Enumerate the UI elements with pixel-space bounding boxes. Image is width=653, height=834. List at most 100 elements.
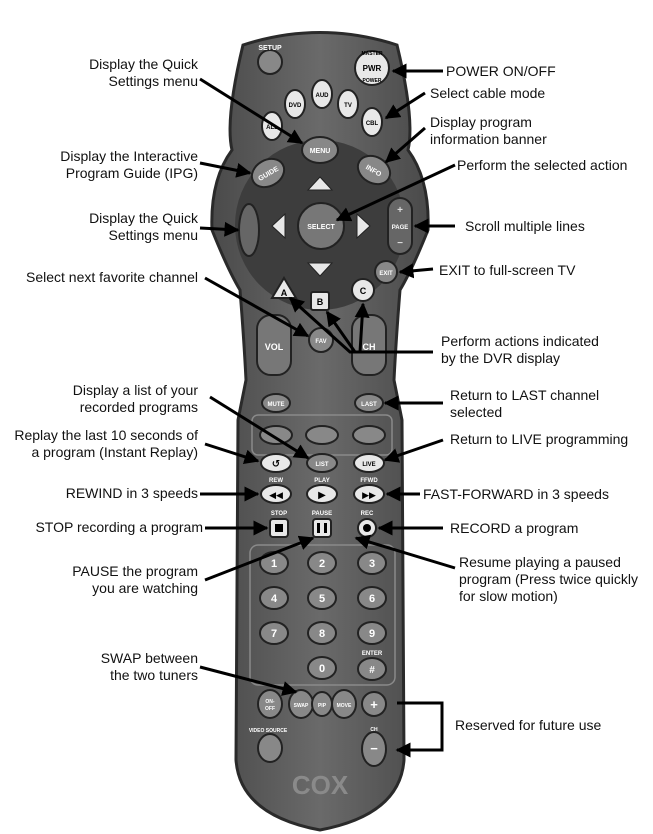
pip-button[interactable]: PIP: [311, 691, 333, 717]
mode-button-dvd[interactable]: DVD: [284, 89, 306, 119]
master-label: MASTER: [361, 51, 383, 57]
mute-button[interactable]: MUTE: [261, 393, 291, 413]
info-button[interactable]: INFO: [353, 150, 395, 190]
digit-button-4[interactable]: 4: [259, 586, 289, 610]
blank-button-3[interactable]: [352, 425, 386, 445]
callout-pause-line-2: you are watching: [92, 580, 198, 596]
callout-rec: RECORD a program: [450, 520, 578, 537]
swap-button[interactable]: SWAP: [288, 689, 314, 719]
callout-replay-line-1: Replay the last 10 seconds of: [14, 427, 198, 443]
last-button[interactable]: LAST: [354, 393, 384, 413]
digit-label-1: 1: [271, 558, 277, 570]
blank-button-1[interactable]: [259, 425, 293, 445]
page-label: PAGE: [392, 225, 409, 231]
fav-button[interactable]: FAV: [308, 327, 334, 353]
vol-label: VOL: [265, 342, 284, 352]
mode-button-tv[interactable]: TV: [337, 89, 359, 119]
mode-button-all[interactable]: ALL: [261, 111, 283, 141]
settings-side-button[interactable]: [238, 203, 260, 257]
callout-ffwd: FAST-FORWARD in 3 speeds: [423, 486, 609, 503]
digit-button-5[interactable]: 5: [307, 586, 337, 610]
pause-button[interactable]: PAUSE: [312, 511, 332, 538]
replay-button[interactable]: ↺: [260, 453, 292, 473]
exit-label: EXIT: [379, 271, 393, 277]
left-arrow-button[interactable]: [271, 212, 286, 240]
callout-select-line-1: Perform the selected action: [457, 157, 628, 173]
callout-menu-line-2: Settings menu: [108, 73, 199, 89]
rec-button[interactable]: REC: [357, 511, 377, 538]
exit-button[interactable]: EXIT: [374, 260, 398, 284]
enter-button[interactable]: ENTER #: [357, 651, 387, 681]
video-source-button[interactable]: VIDEO SOURCE: [249, 728, 288, 763]
digit-button-6[interactable]: 6: [357, 586, 387, 610]
arrow-list: [209, 395, 310, 460]
down-arrow-button[interactable]: [306, 262, 334, 277]
live-button[interactable]: LIVE: [353, 453, 385, 473]
rec-label: REC: [361, 511, 374, 517]
stop-button[interactable]: STOP: [269, 511, 289, 538]
power-label: POWER: [363, 78, 382, 84]
setup-button[interactable]: SETUP: [257, 45, 283, 75]
callout-ffwd-line-1: FAST-FORWARD in 3 speeds: [423, 486, 609, 502]
digit-label-6: 6: [369, 593, 375, 605]
callout-exit: EXIT to full-screen TV: [439, 262, 575, 279]
ch-minus-button[interactable]: CH−: [361, 727, 387, 767]
select-label: SELECT: [307, 224, 335, 231]
move-button[interactable]: MOVE: [331, 689, 357, 719]
arrow-replay: [204, 442, 260, 465]
arrow-resume: [354, 534, 456, 570]
digit-button-0[interactable]: 0: [307, 656, 337, 680]
setup-label: SETUP: [258, 45, 282, 52]
digit-button-9[interactable]: 9: [357, 621, 387, 645]
c-button[interactable]: C: [351, 278, 375, 302]
play-icon: ▶: [318, 490, 326, 501]
mode-button-aud[interactable]: AUD: [311, 79, 333, 109]
select-button[interactable]: SELECT: [297, 202, 345, 250]
up-arrow-button[interactable]: [306, 176, 334, 191]
callout-rec-line-1: RECORD a program: [450, 520, 579, 536]
arrow-pause: [204, 535, 315, 582]
b-button[interactable]: B: [310, 291, 330, 311]
rew-button[interactable]: REW ◀◀: [260, 478, 292, 504]
play-label: PLAY: [314, 478, 329, 484]
onoff-button[interactable]: ON-OFF: [257, 689, 283, 719]
arrow-dvr-c: [354, 302, 370, 353]
list-button[interactable]: LIST: [306, 453, 338, 473]
menu-button[interactable]: MENU: [301, 136, 339, 164]
cox-logo: COX: [292, 770, 349, 800]
stop-icon: [275, 524, 283, 532]
right-arrow-button[interactable]: [356, 212, 371, 240]
record-icon: [363, 524, 371, 532]
callout-list-line-1: Display a list of your: [72, 382, 198, 398]
replay-icon: ↺: [272, 459, 280, 470]
channel-rocker[interactable]: CH: [351, 314, 387, 376]
ch-plus-button[interactable]: +: [361, 691, 387, 717]
digit-button-3[interactable]: 3: [357, 551, 387, 575]
digit-button-1[interactable]: 1: [259, 551, 289, 575]
callout-arrows: [199, 63, 456, 758]
a-button[interactable]: A: [270, 276, 298, 299]
arrow-select: [335, 163, 456, 222]
callout-guide-line-2: Program Guide (IPG): [65, 165, 198, 181]
page-rocker[interactable]: + PAGE −: [387, 197, 413, 255]
guide-button[interactable]: GUIDE: [247, 153, 289, 193]
callout-reserved-line-1: Reserved for future use: [455, 717, 602, 733]
volume-rocker[interactable]: VOL: [256, 314, 292, 376]
ffwd-button[interactable]: FFWD ▶▶: [353, 478, 385, 504]
arrow-dvr-b: [325, 310, 357, 353]
callout-page: Scroll multiple lines: [465, 218, 585, 235]
play-button[interactable]: PLAY ▶: [306, 478, 338, 504]
power-button[interactable]: MASTER PWR POWER: [354, 50, 390, 86]
blank-button-2[interactable]: [305, 425, 339, 445]
callout-fav-line-1: Select next favorite channel: [26, 269, 198, 285]
digit-button-8[interactable]: 8: [307, 621, 337, 645]
digit-button-2[interactable]: 2: [307, 551, 337, 575]
arrow-cable: [384, 91, 426, 120]
callout-exit-line-1: EXIT to full-screen TV: [439, 262, 576, 278]
callout-settings-line-2: Settings menu: [108, 227, 199, 243]
digit-button-7[interactable]: 7: [259, 621, 289, 645]
mode-button-cbl[interactable]: CBL: [361, 107, 383, 137]
